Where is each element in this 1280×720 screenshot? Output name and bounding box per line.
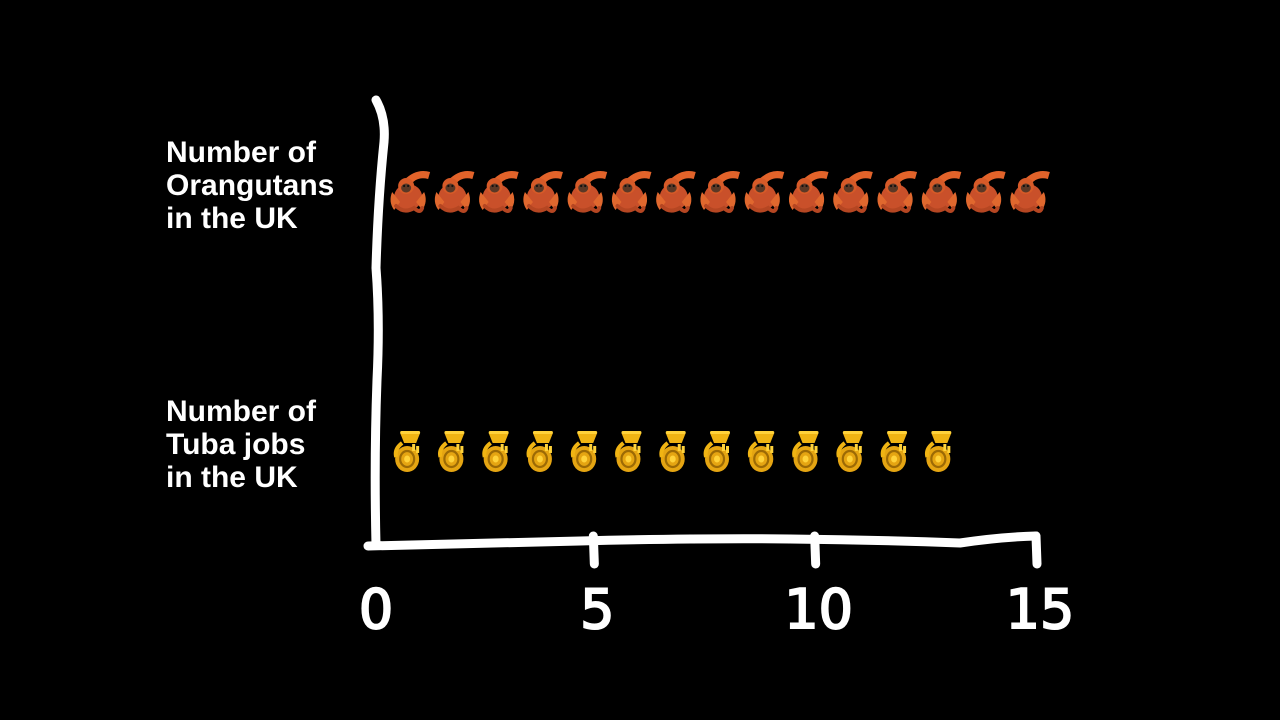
orangutan-icon [432, 169, 477, 213]
x-tick-label: 5 [580, 578, 614, 641]
tuba-icon [525, 429, 555, 474]
category-label-line: Orangutans [166, 169, 335, 202]
orangutan-icon [521, 169, 565, 213]
tuba-icon [835, 429, 865, 474]
tuba-icon [880, 429, 910, 474]
category-label-orangutans: Number of Orangutans in the UK [166, 136, 366, 235]
orangutan-icon [565, 169, 610, 213]
x-tick-mark [810, 531, 821, 569]
category-label-line: Tuba jobs [166, 428, 306, 461]
tuba-icon [614, 429, 644, 474]
y-axis-line [370, 95, 389, 550]
tuba-icon [658, 429, 688, 474]
category-label-line: Number of [166, 395, 316, 428]
pictograph-row [388, 169, 1052, 213]
tuba-icon [703, 429, 732, 474]
pictograph-row [393, 429, 954, 474]
category-label-line: Number of [166, 136, 316, 169]
x-tick-label: 15 [1006, 578, 1075, 641]
orangutan-icon [964, 169, 1008, 213]
orangutan-icon [388, 169, 433, 213]
orangutan-icon [875, 169, 920, 213]
orangutan-icon [609, 169, 654, 213]
orangutan-icon [786, 169, 831, 213]
tuba-icon [481, 429, 511, 474]
x-tick-label: 0 [359, 578, 393, 641]
tuba-icon [924, 429, 954, 474]
tuba-icon [747, 429, 777, 474]
x-axis-line [363, 531, 1041, 551]
category-label-line: in the UK [166, 461, 298, 494]
x-tick-mark [588, 531, 599, 569]
x-tick-label: 10 [784, 578, 853, 641]
tuba-icon [791, 429, 821, 474]
tuba-icon [437, 429, 467, 474]
orangutan-icon [919, 169, 964, 213]
orangutan-icon [1008, 169, 1052, 213]
orangutan-icon [742, 169, 787, 213]
orangutan-icon [477, 169, 521, 213]
x-tick-mark [1031, 531, 1042, 569]
orangutan-icon [831, 169, 875, 213]
tuba-icon [393, 429, 423, 474]
tuba-icon [570, 429, 600, 474]
orangutan-icon [654, 169, 698, 213]
orangutan-icon [698, 169, 742, 213]
category-label-line: in the UK [166, 202, 298, 235]
category-label-tuba-jobs: Number of Tuba jobs in the UK [166, 395, 366, 494]
